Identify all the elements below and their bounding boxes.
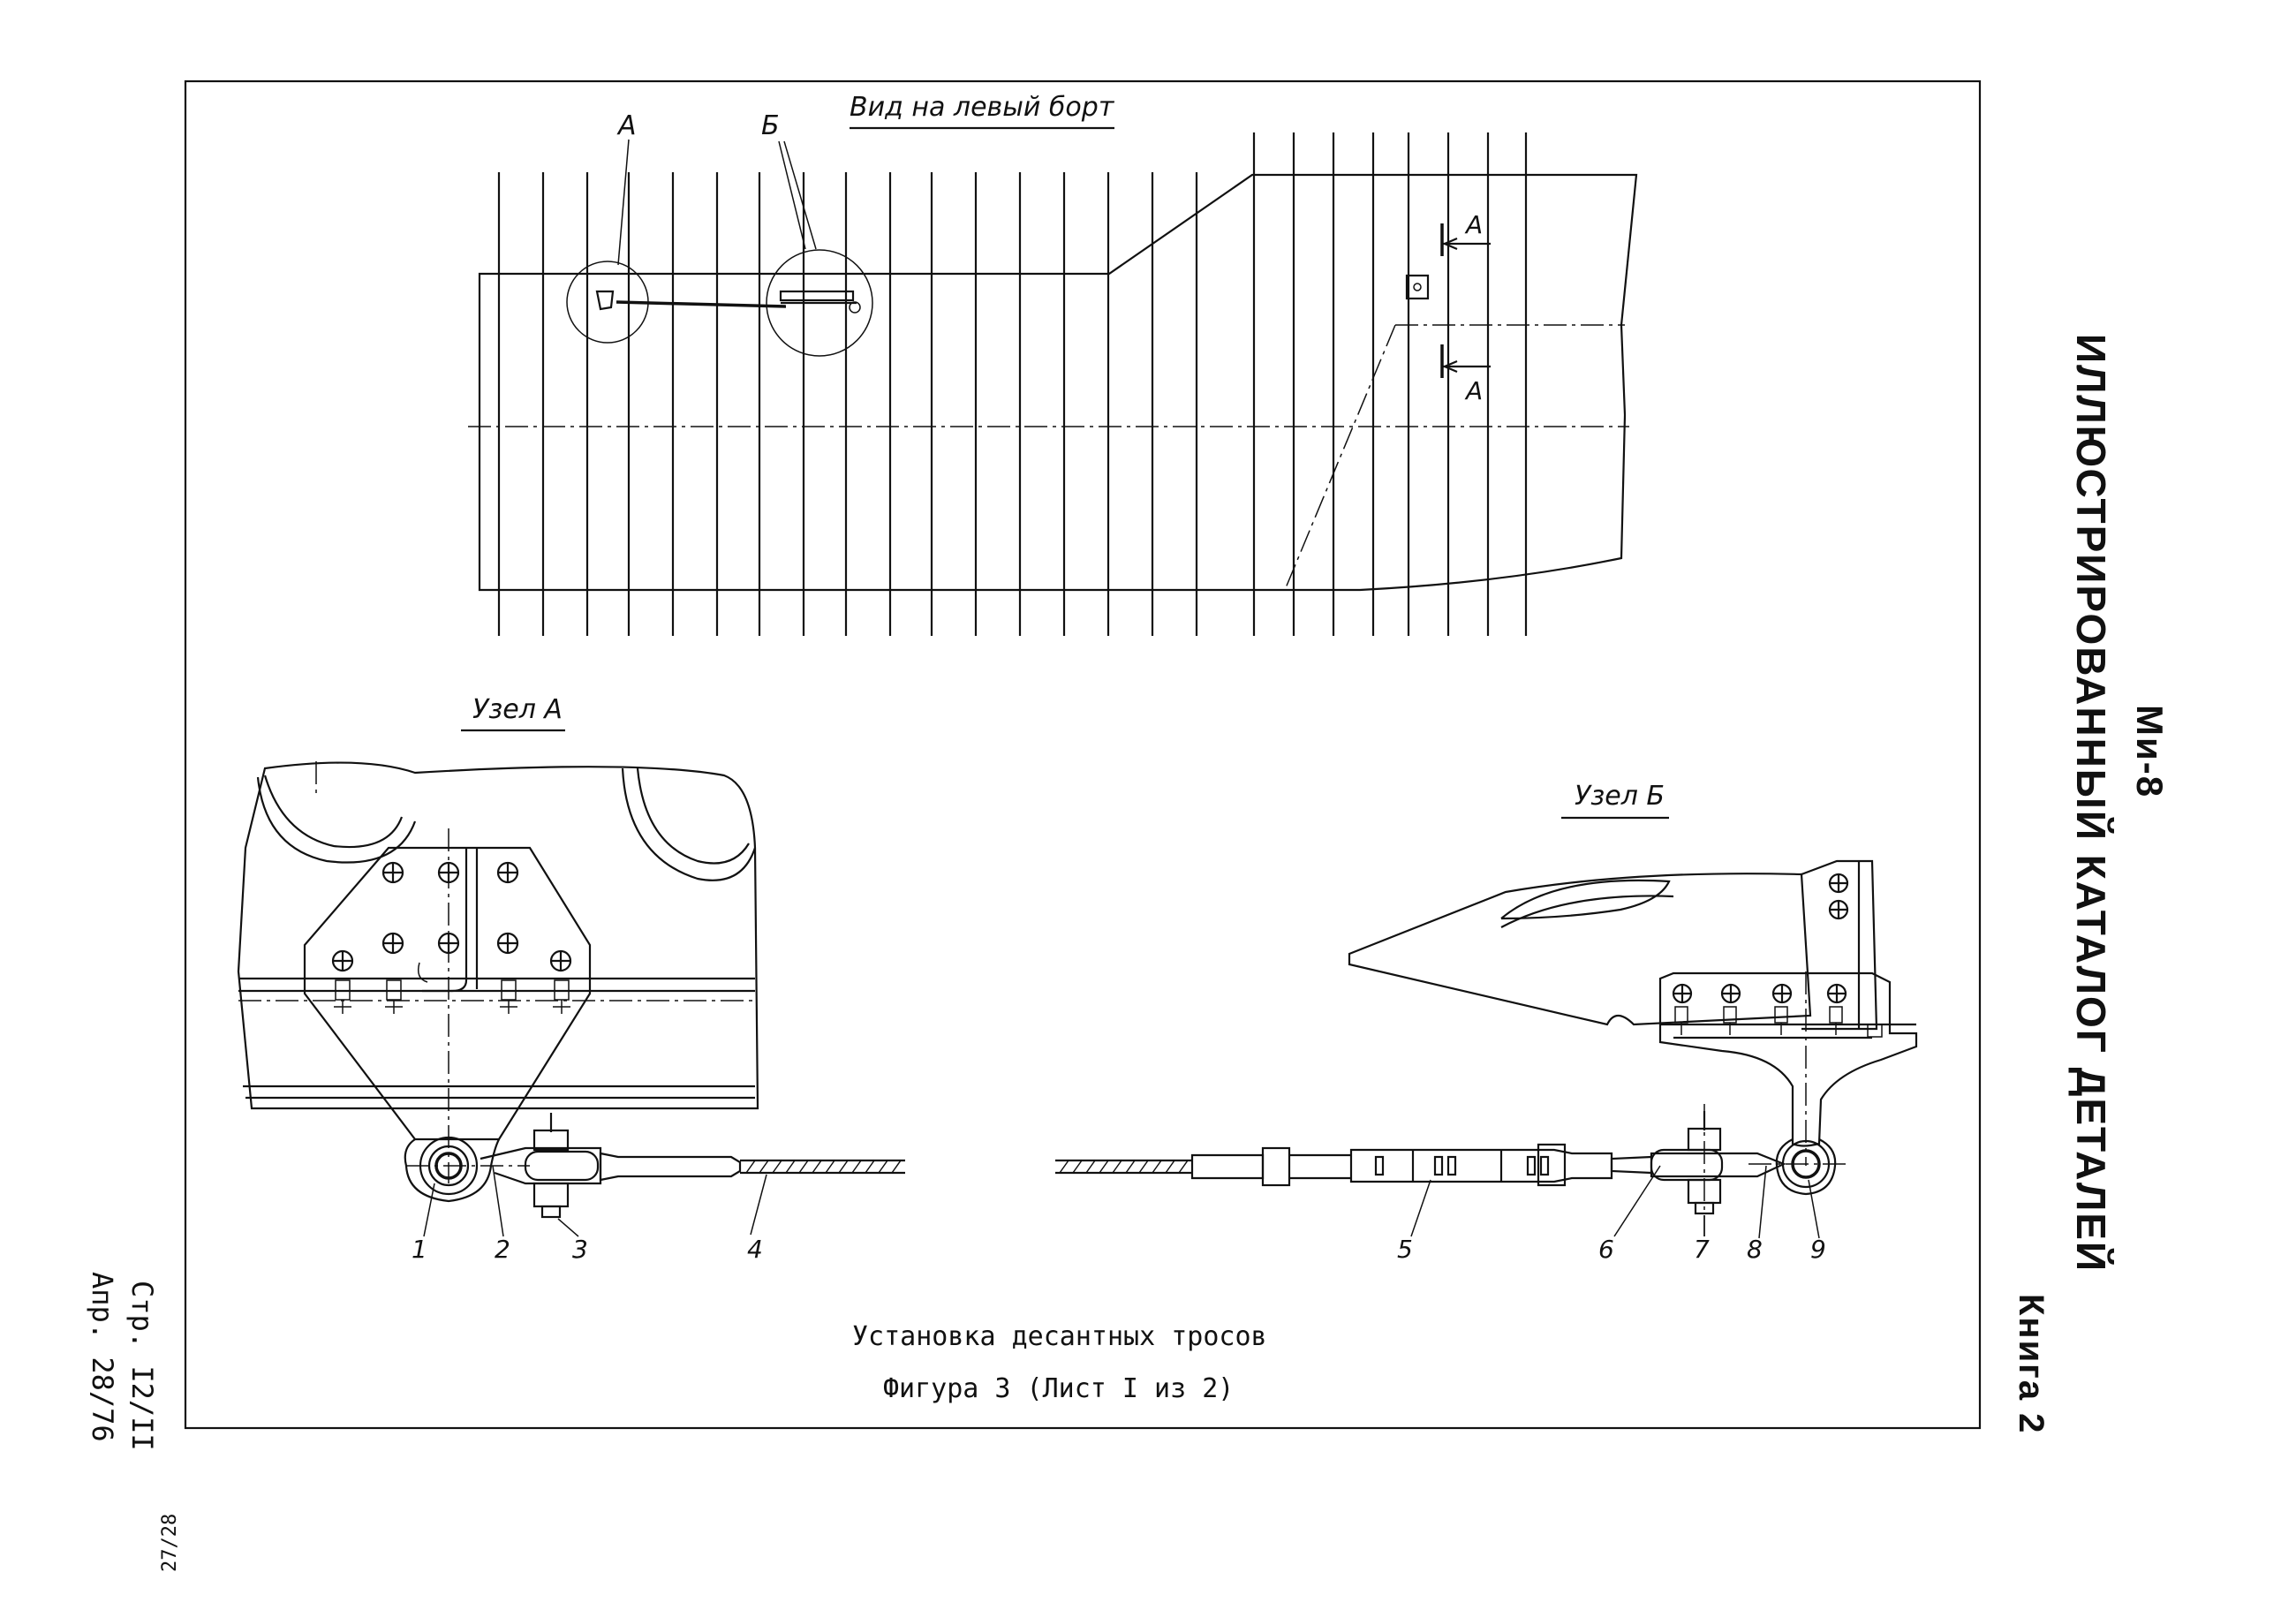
part-number-4: 4 <box>747 1235 763 1264</box>
frame-lines <box>497 132 1528 636</box>
page-number: Стр. I2/II <box>125 1281 159 1451</box>
drawing-frame <box>184 79 1982 1430</box>
section-a-top: А <box>1464 210 1483 239</box>
catalog-title: ИЛЛЮСТРИРОВАННЫЙ КАТАЛОГ ДЕТАЛЕЙ <box>2068 334 2114 1274</box>
part-number-5: 5 <box>1397 1235 1413 1264</box>
part-number-7: 7 <box>1694 1235 1710 1264</box>
callout-a: А <box>616 110 637 141</box>
book-label: Книга 2 <box>2012 1294 2051 1435</box>
callout-b: Б <box>761 110 780 141</box>
figure-caption-line-1: Установка десантных тросов <box>852 1321 1267 1352</box>
node-a-title: Узел А <box>472 694 563 725</box>
part-number-9: 9 <box>1810 1235 1826 1264</box>
view-title: Вид на левый борт <box>850 92 1115 123</box>
node-b-detail: Узел Б <box>1055 781 1918 1264</box>
part-number-6: 6 <box>1598 1235 1614 1264</box>
part-number-8: 8 <box>1747 1235 1763 1264</box>
node-b-title: Узел Б <box>1575 781 1665 812</box>
section-a-bottom: А <box>1464 376 1483 405</box>
part-number-2: 2 <box>495 1235 510 1264</box>
part-number-1: 1 <box>412 1235 427 1264</box>
revision-date: Апр. 28/76 <box>86 1272 119 1442</box>
part-number-3: 3 <box>572 1235 588 1264</box>
corner-mark: 27/28 <box>159 1513 181 1572</box>
node-a-detail: Узел А <box>237 694 905 1264</box>
figure-caption-line-2: Фигура 3 (Лист I из 2) <box>883 1373 1234 1404</box>
left-side-view: Вид на левый борт <box>468 92 1638 636</box>
model-title: Ми-8 <box>2129 705 2171 799</box>
